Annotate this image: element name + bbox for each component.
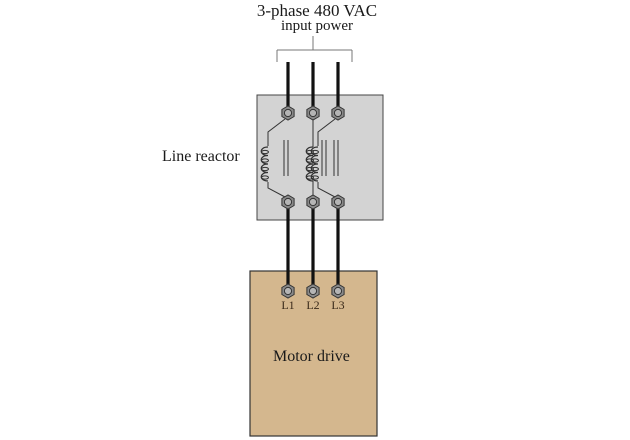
inductor-coil-icon (305, 146, 314, 182)
terminal-label-l2: L2 (306, 298, 320, 312)
reactor-windings (260, 118, 339, 198)
drive-terminal-l3 (331, 283, 345, 299)
line-reactor-box (256, 94, 384, 221)
reactor-phase-1 (260, 118, 289, 198)
output-wires (286, 203, 340, 290)
input-power-title: 3-phase 480 VAC (256, 1, 378, 20)
iron-core-icon (321, 140, 327, 176)
input-power-subtitle: input power (280, 18, 354, 34)
terminals (281, 105, 345, 299)
reactor-phase-2 (305, 120, 327, 195)
reactor-input-terminal-2 (306, 105, 320, 121)
inductor-coil-icon (310, 146, 319, 182)
reactor-output-terminal-3 (331, 194, 345, 210)
drive-terminal-l2 (306, 283, 320, 299)
iron-core-icon (283, 140, 289, 176)
input-bracket (276, 36, 353, 62)
line-reactor-label: Line reactor (162, 148, 240, 165)
reactor-input-terminal-1 (281, 105, 295, 121)
reactor-output-terminal-1 (281, 194, 295, 210)
inductor-coil-icon (260, 146, 269, 182)
motor-drive-label: Motor drive (273, 348, 350, 365)
terminal-label-l1: L1 (281, 298, 295, 312)
reactor-phase-3 (310, 118, 339, 198)
reactor-input-terminal-3 (331, 105, 345, 121)
drive-terminal-l1 (281, 283, 295, 299)
terminal-label-l3: L3 (331, 298, 345, 312)
motor-drive-box (249, 270, 378, 437)
reactor-output-terminal-2 (306, 194, 320, 210)
input-wires (286, 62, 340, 112)
iron-core-icon (333, 140, 339, 176)
